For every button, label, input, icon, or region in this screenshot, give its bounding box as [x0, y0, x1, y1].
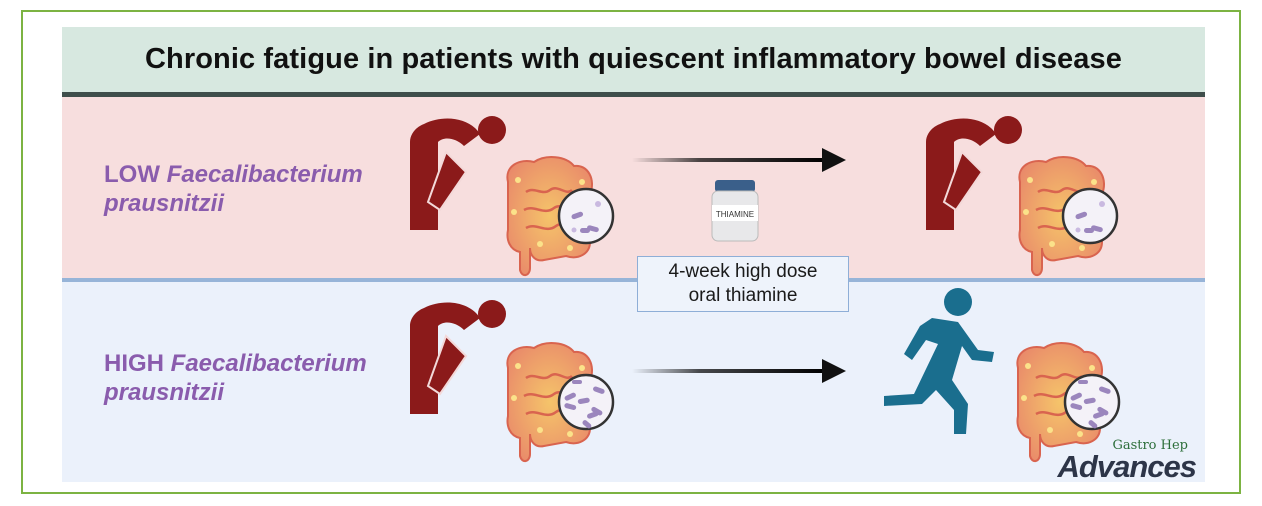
- figure-title: Chronic fatigue in patients with quiesce…: [145, 43, 1122, 75]
- treatment-line1: 4-week high dose: [668, 261, 818, 282]
- high-after-microscope-icon: [1063, 373, 1121, 431]
- high-before-fatigued-person-icon: [409, 299, 507, 415]
- high-arrow-head: [822, 359, 846, 383]
- high-species-name: prausnitzii: [104, 379, 225, 406]
- low-after-microscope-icon: [1061, 187, 1119, 245]
- title-bar: Chronic fatigue in patients with quiesce…: [62, 27, 1205, 92]
- high-group-label: HIGH Faecalibacterium prausnitzii: [104, 349, 367, 407]
- high-level: HIGH: [104, 350, 164, 377]
- low-arrow-shaft: [632, 158, 824, 162]
- low-arrow-head: [822, 148, 846, 172]
- high-arrow-shaft: [632, 369, 824, 373]
- title-divider: [62, 92, 1205, 97]
- low-before-microscope-icon: [557, 187, 615, 245]
- low-species-name: prausnitzii: [104, 190, 225, 217]
- low-level: LOW: [104, 161, 160, 188]
- logo-top-text: Gastro Hep: [1112, 438, 1188, 453]
- high-species-genus: Faecalibacterium: [170, 350, 367, 377]
- running-person-icon: [884, 288, 994, 434]
- logo-main-text: Advances: [1057, 449, 1197, 484]
- low-group-label: LOW Faecalibacterium prausnitzii: [104, 160, 363, 218]
- high-before-microscope-icon: [557, 373, 615, 431]
- low-after-fatigued-person-icon: [925, 115, 1023, 231]
- thiamine-bottle-label: THIAMINE: [716, 210, 754, 219]
- panel-divider: [62, 278, 1205, 282]
- journal-logo: Gastro Hep Advances: [1040, 438, 1200, 484]
- high-panel: [62, 282, 1205, 482]
- low-before-fatigued-person-icon: [409, 115, 507, 231]
- low-species-genus: Faecalibacterium: [166, 161, 363, 188]
- treatment-box: 4-week high dose oral thiamine: [637, 256, 849, 312]
- treatment-line2: oral thiamine: [688, 285, 798, 306]
- thiamine-bottle-icon: THIAMINE: [711, 180, 759, 242]
